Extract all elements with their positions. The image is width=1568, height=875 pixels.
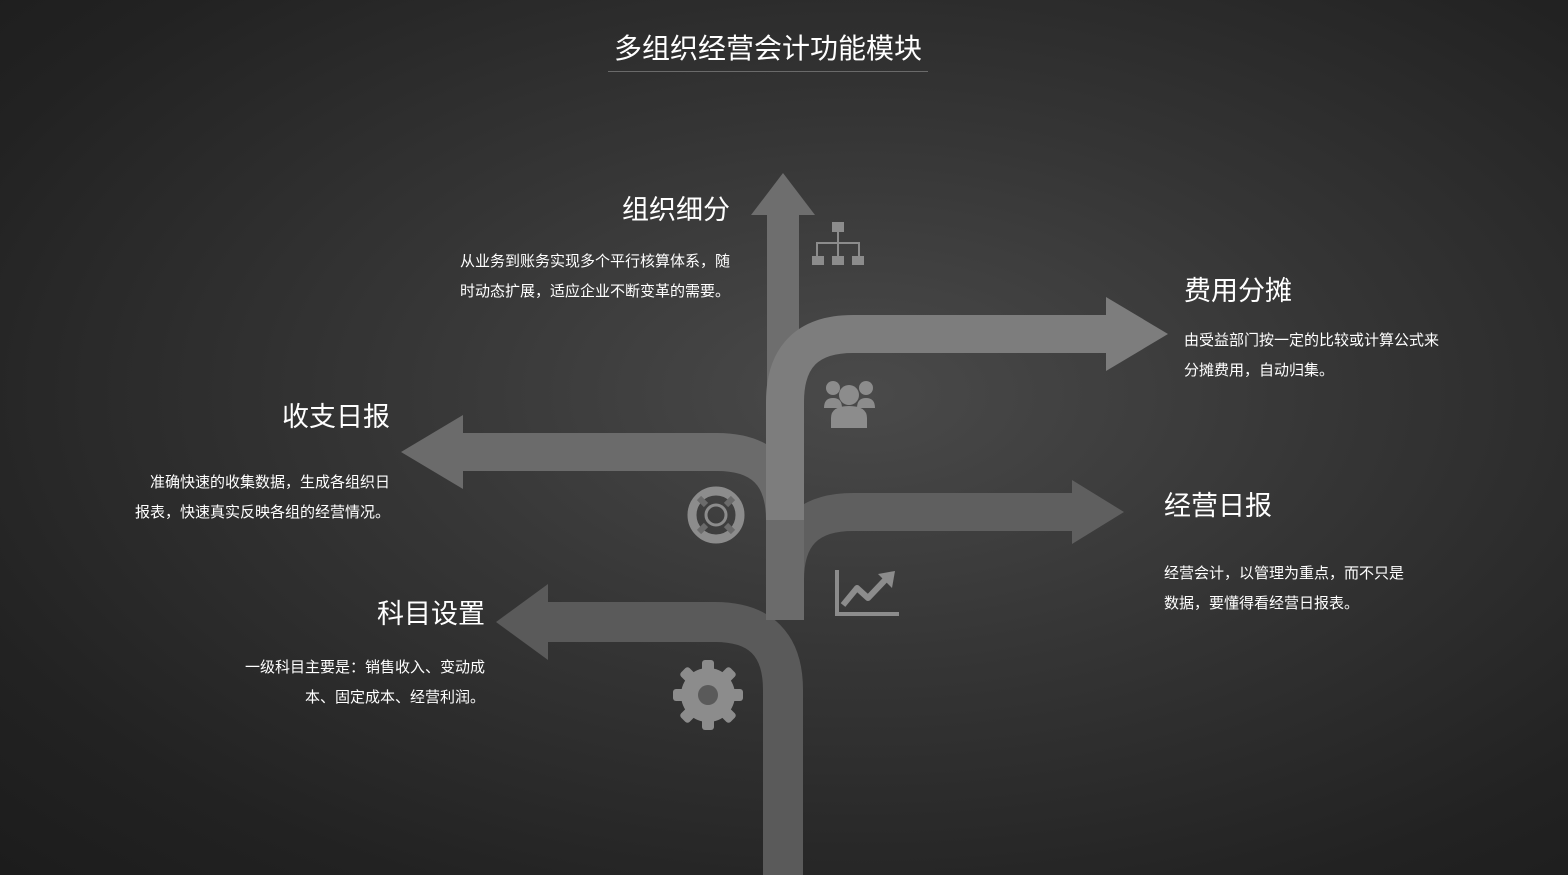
- subject-arrow-head: [496, 584, 548, 660]
- ops-arrow-shaft: [766, 493, 1072, 620]
- cost-arrow-shaft: [766, 315, 1106, 520]
- income-desc-line: 报表，快速真实反映各组的经营情况。: [134, 503, 390, 521]
- subject-description: 一级科目主要是：销售收入、变动成 本、固定成本、经营利润。: [150, 652, 485, 712]
- income-desc-line: 准确快速的收集数据，生成各组织日: [149, 473, 390, 491]
- ops-desc-line: 数据，要懂得看经营日报表。: [1164, 594, 1360, 612]
- cost-desc-line: 由受益部门按一定的比较或计算公式来: [1184, 331, 1440, 349]
- cost-heading: 费用分摊: [1184, 276, 1292, 307]
- org-desc-line: 从业务到账务实现多个平行核算体系，随: [459, 252, 730, 270]
- income-arrow-shaft: [463, 433, 804, 620]
- income-arrow-head: [401, 415, 463, 489]
- ops-desc-line: 经营会计，以管理为重点，而不只是: [1164, 564, 1405, 582]
- ops-heading: 经营日报: [1164, 491, 1272, 522]
- org-description: 从业务到账务实现多个平行核算体系，随 时动态扩展，适应企业不断变革的需要。: [380, 246, 730, 306]
- people-group-icon: [824, 381, 875, 428]
- org-arrow-head: [751, 173, 815, 215]
- income-heading: 收支日报: [282, 402, 390, 433]
- org-desc-line: 时动态扩展，适应企业不断变革的需要。: [459, 282, 730, 300]
- org-heading: 组织细分: [622, 195, 730, 226]
- cost-description: 由受益部门按一定的比较或计算公式来 分摊费用，自动归集。: [1184, 325, 1514, 385]
- subject-arrow-shaft: [548, 602, 803, 875]
- cost-arrow-head: [1106, 297, 1168, 371]
- page-title: 多组织经营会计功能模块: [608, 30, 928, 72]
- gear-icon: [673, 660, 743, 730]
- income-description: 准确快速的收集数据，生成各组织日 报表，快速真实反映各组的经营情况。: [60, 467, 390, 527]
- org-chart-icon: [812, 222, 864, 265]
- subject-desc-line: 本、固定成本、经营利润。: [304, 688, 485, 706]
- lifebuoy-icon: [687, 486, 745, 544]
- subject-heading: 科目设置: [377, 599, 485, 630]
- line-chart-icon: [835, 570, 899, 616]
- subject-desc-line: 一级科目主要是：销售收入、变动成: [244, 658, 485, 676]
- ops-description: 经营会计，以管理为重点，而不只是 数据，要懂得看经营日报表。: [1164, 558, 1494, 618]
- cost-desc-line: 分摊费用，自动归集。: [1184, 361, 1335, 379]
- ops-arrow-head: [1072, 480, 1124, 544]
